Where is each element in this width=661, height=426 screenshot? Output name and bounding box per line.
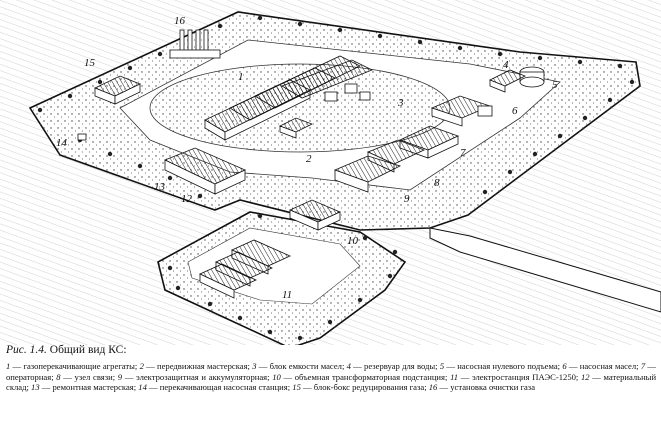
callout-13: 13	[154, 181, 166, 193]
legend-item: 14 — перекачивающая насосная станция;	[138, 382, 291, 393]
legend-item: 11 — электростанция ПАЭС-1250;	[450, 371, 579, 382]
caption-title: Рис. 1.4. Общий вид КС:	[6, 344, 656, 357]
legend-item-number: 15	[292, 382, 301, 393]
legend-item-number: 7	[640, 361, 646, 371]
callout-3: 3	[397, 97, 404, 109]
mobile-workshop	[279, 117, 313, 139]
legend-item: 10 — объемная трансформаторная подстанци…	[272, 371, 448, 382]
legend-item: 12 — материальный склад;	[6, 371, 657, 393]
legend-item-text: электрозащитная и аккумуляторная;	[136, 371, 270, 382]
gas-compressor-units	[204, 55, 373, 141]
compressor-station-illustration: 1 2 3 4 5 6 7 8 9 10 11 12 13 14 15 16	[0, 0, 661, 345]
legend-item: 7 — операторная;	[6, 361, 656, 382]
callout-5: 5	[552, 79, 558, 91]
legend-item-number: 6	[562, 361, 567, 371]
gas-reduction-box	[94, 75, 141, 105]
legend-item-text: передвижная мастерская;	[157, 361, 250, 371]
legend-item: 3 — блок емкости масел;	[252, 361, 345, 371]
legend-item: 13 — ремонтная мастерская;	[31, 382, 137, 393]
legend-item: 9 — электрозащитная и аккумуляторная;	[117, 371, 270, 382]
legend-item-number: 13	[31, 382, 40, 393]
legend-item-number: 16	[428, 382, 438, 393]
fence-trees	[37, 15, 635, 341]
legend-item-number: 8	[56, 371, 61, 382]
power-plant	[199, 239, 291, 299]
oil-tank-block	[430, 95, 493, 127]
callout-16: 16	[174, 15, 186, 27]
callout-labels: 1 2 3 4 5 6 7 8 9 10 11 12 13 14 15 16	[56, 15, 558, 301]
legend-item: 15 — блок-бокс редуцирования газа;	[292, 382, 427, 393]
legend-item-text: газоперекачивающие агрегаты;	[23, 361, 138, 371]
repair-shop-and-warehouse	[164, 147, 246, 195]
legend-item-number: 9	[117, 371, 123, 382]
pumping-station	[77, 133, 87, 141]
legend-item-text: операторная;	[6, 371, 54, 382]
transformer-substation	[289, 199, 341, 231]
legend-item-number: 12	[581, 371, 590, 382]
legend-item-number: 14	[138, 382, 147, 393]
legend-item: 2 — передвижная мастерская;	[139, 361, 250, 371]
legend-item: 6 — насосная масел;	[562, 361, 639, 371]
legend-item-text: ремонтная мастерская;	[52, 382, 137, 393]
legend-item-number: 4	[346, 361, 351, 371]
operator-and-comms-buildings	[333, 125, 460, 193]
legend-item: 4 — резервуар для воды;	[346, 361, 438, 371]
legend-item: 8 — узел связи;	[56, 371, 116, 382]
legend-item-text: насосная масел;	[579, 361, 639, 371]
legend-item-text: узел связи;	[74, 371, 116, 382]
callout-11: 11	[282, 289, 292, 301]
legend-item-number: 1	[6, 361, 11, 371]
legend-item-text: электростанция ПАЭС-1250;	[471, 371, 579, 382]
water-tank-and-pump	[489, 66, 545, 93]
legend-item-text: резервуар для воды;	[364, 361, 438, 371]
legend-item-text: перекачивающая насосная станция;	[159, 382, 291, 393]
callout-2: 2	[306, 153, 312, 165]
figure-label: Рис. 1.4.	[6, 344, 47, 356]
callout-4: 4	[503, 59, 509, 71]
legend-item-text: насосная нулевого подъема;	[457, 361, 561, 371]
lower-fence	[157, 211, 407, 345]
legend-item-number: 3	[252, 361, 257, 371]
figure-title: Общий вид КС:	[49, 344, 127, 356]
callout-7: 7	[460, 147, 466, 159]
legend-item: 5 — насосная нулевого подъема;	[439, 361, 561, 371]
legend-item-text: блок емкости масел;	[269, 361, 345, 371]
legend-item-text: объемная трансформаторная подстанция;	[294, 371, 448, 382]
legend-item-number: 5	[439, 361, 445, 371]
gas-cleaning-unit	[169, 29, 221, 59]
callout-9: 9	[404, 193, 410, 205]
callout-15: 15	[84, 57, 96, 69]
callout-12: 12	[181, 193, 193, 205]
callout-6: 6	[512, 105, 518, 117]
legend: 1 — газоперекачивающие агрегаты; 2 — пер…	[6, 361, 656, 393]
legend-item-text: установка очистки газа	[450, 382, 536, 393]
legend-item: 1 — газоперекачивающие агрегаты;	[6, 361, 138, 371]
legend-item-text: блок-бокс редуцирования газа;	[313, 382, 427, 393]
access-road	[429, 227, 661, 313]
callout-1: 1	[238, 71, 244, 83]
callout-14: 14	[56, 137, 68, 149]
legend-item-number: 11	[450, 371, 459, 382]
callout-8: 8	[434, 177, 440, 189]
legend-item-number: 10	[272, 371, 281, 382]
legend-item: 16 — установка очистки газа	[428, 382, 536, 393]
callout-10: 10	[347, 235, 359, 247]
figure-caption: Рис. 1.4. Общий вид КС: 1 — газоперекачи…	[6, 344, 656, 393]
legend-item-number: 2	[139, 361, 144, 371]
legend-item-text: материальный склад;	[6, 371, 657, 393]
